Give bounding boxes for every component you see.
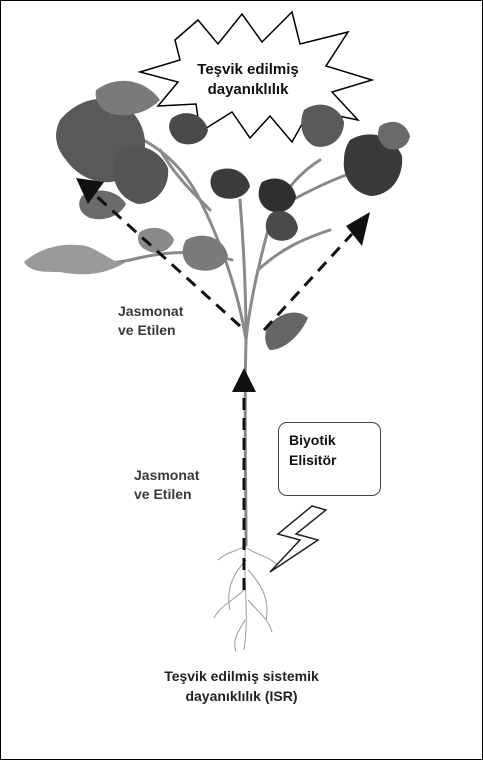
jasmonate-ethylene-label-lower: Jasmonat ve Etilen [134,466,199,504]
induced-resistance-label: Teşvik edilmiş dayanıklılık [168,60,328,100]
biotic-elicitor-box: Biyotik Elisitör [278,422,381,496]
lower-label-line-2: ve Etilen [134,485,199,504]
caption-line-2: dayanıklılık (ISR) [0,686,483,706]
elicitor-line-1: Biyotik [289,430,380,450]
plant-roots [214,540,278,652]
arrowhead-lower [232,368,256,392]
arrow-upper-right [264,234,352,330]
lower-label-line-1: Jasmonat [134,466,199,485]
burst-line-1: Teşvik edilmiş [168,60,328,80]
upper-label-line-2: ve Etilen [118,321,183,340]
elicitor-line-2: Elisitör [289,450,380,470]
jasmonate-ethylene-label-upper: Jasmonat ve Etilen [118,302,183,340]
isr-caption: Teşvik edilmiş sistemik dayanıklılık (IS… [0,666,483,706]
arrowhead-upper-right [346,212,370,246]
burst-line-2: dayanıklılık [168,80,328,100]
upper-label-line-1: Jasmonat [118,302,183,321]
lightning-bolt-icon [270,506,326,572]
caption-line-1: Teşvik edilmiş sistemik [0,666,483,686]
